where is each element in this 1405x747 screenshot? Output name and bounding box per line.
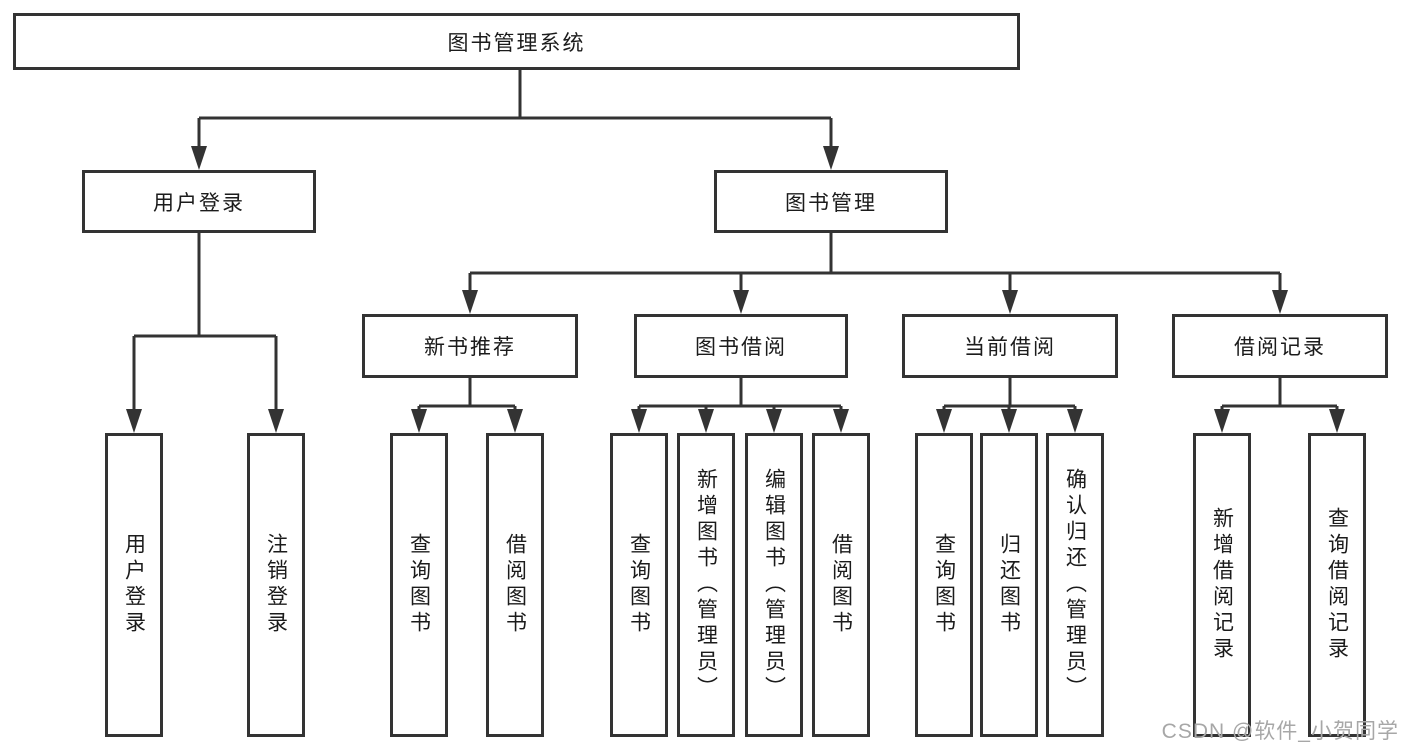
node-current-borrowing: 当前借阅 <box>902 314 1118 378</box>
connector-root-to-level2 <box>197 70 833 160</box>
connector-user-login-branch <box>132 233 278 422</box>
connector-book-management-branch <box>468 233 1282 304</box>
node-root-library-system: 图书管理系统 <box>13 13 1020 70</box>
leaf-query-borrow-record: 查询借阅记录 <box>1308 433 1366 737</box>
leaf-query-books-recommend: 查询图书 <box>390 433 448 737</box>
leaf-add-borrow-record: 新增借阅记录 <box>1193 433 1251 737</box>
leaf-confirm-return-admin: 确认归还（管理员） <box>1046 433 1104 737</box>
connector-borrow-record-branch <box>1220 378 1339 422</box>
leaf-logout: 注销登录 <box>247 433 305 737</box>
leaf-add-book-admin: 新增图书（管理员） <box>677 433 735 737</box>
arrowheads <box>126 146 1345 433</box>
leaf-query-books-current: 查询图书 <box>915 433 973 737</box>
node-user-login: 用户登录 <box>82 170 316 233</box>
leaf-query-books-borrowing: 查询图书 <box>610 433 668 737</box>
csdn-watermark: CSDN @软件_小贺同学 <box>1161 720 1399 743</box>
node-book-borrowing: 图书借阅 <box>634 314 848 378</box>
leaf-user-login: 用户登录 <box>105 433 163 737</box>
node-new-book-recommend: 新书推荐 <box>362 314 578 378</box>
connector-book-borrow-branch <box>637 378 843 422</box>
leaf-return-book: 归还图书 <box>980 433 1038 737</box>
leaf-borrow-books: 借阅图书 <box>812 433 870 737</box>
node-borrow-records: 借阅记录 <box>1172 314 1388 378</box>
connector-new-book-branch <box>417 378 517 422</box>
leaf-edit-book-admin: 编辑图书（管理员） <box>745 433 803 737</box>
leaf-borrow-books-recommend: 借阅图书 <box>486 433 544 737</box>
node-book-management: 图书管理 <box>714 170 948 233</box>
